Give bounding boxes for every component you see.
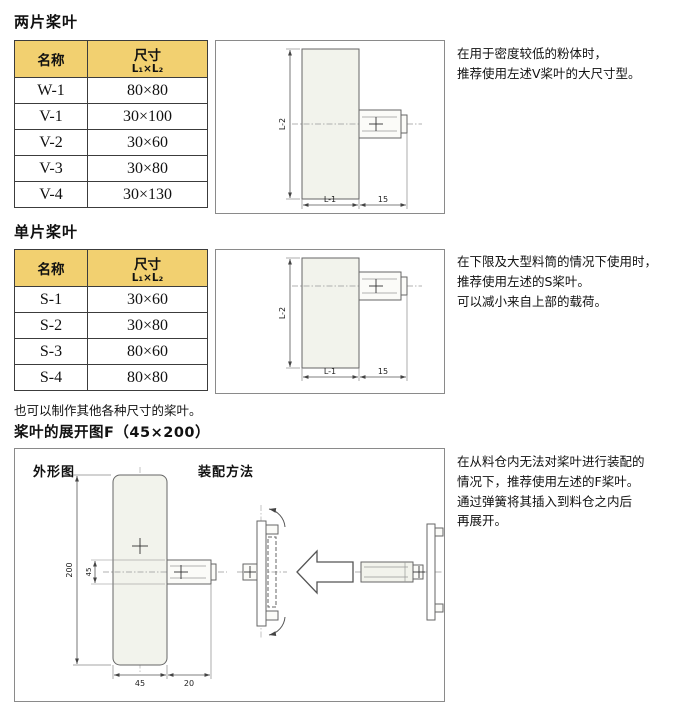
center-cross (369, 279, 383, 293)
blade-name: S-2 (14, 312, 88, 339)
expanded-note: 在从料仓内无法对桨叶进行装配的 情况下，推荐使用左述的F桨叶。 通过弹簧将其插入… (457, 454, 645, 529)
single-blade-drawing: L-2 L-1 15 (278, 257, 422, 381)
size-header-title: 尺寸 (134, 47, 161, 64)
shaft-cross (413, 566, 425, 578)
dim-label-200: 200 (65, 562, 74, 577)
single-blade-note: 在下限及大型料筒的情况下使用时， 推荐使用左述的S桨叶。 可以减小来自上部的载荷… (457, 254, 658, 309)
column-header-size: 尺寸 L₁×L₂ (87, 40, 208, 78)
dim-label-15: 15 (378, 195, 388, 204)
dim-label-L1: L-1 (324, 367, 336, 376)
two-blade-drawing: L-2 L-1 15 (278, 48, 422, 209)
insert-direction-arrow (296, 549, 354, 595)
column-header-name: 名称 (14, 40, 88, 78)
dimension-width-bottom: 45 20 (112, 584, 212, 688)
dim-label-L2: L-2 (278, 307, 287, 319)
mounting-plate-right (426, 523, 444, 621)
dimension-width: L-1 15 (301, 133, 408, 209)
blade-name: V-3 (14, 155, 88, 182)
expanded-drawing-box: 外形图 装配方法 (14, 448, 445, 702)
size-header-sub: L₁×L₂ (131, 271, 164, 284)
table-row: S-3 80×60 (14, 338, 208, 365)
two-blade-drawing-box: L-2 L-1 15 (215, 40, 445, 214)
blade-name: V-4 (14, 181, 88, 208)
table-row: S-4 80×80 (14, 364, 208, 391)
dimension-length: L-2 (278, 48, 300, 200)
blade-size: 30×60 (87, 286, 208, 313)
dim-label-45-hub: 45 (85, 568, 93, 577)
table-row: S-2 30×80 (14, 312, 208, 339)
single-blade-drawing-box: L-2 L-1 15 (215, 249, 445, 394)
dim-label-20: 20 (184, 679, 194, 688)
center-cross (369, 117, 383, 131)
dimension-length: L-2 (278, 257, 300, 369)
mounting-plate-left (242, 520, 279, 627)
expanded-drawing: 200 45 45 20 (65, 467, 444, 688)
section-heading-expanded: 桨叶的展开图F（45×200） (14, 425, 210, 441)
blade-name: S-4 (14, 364, 88, 391)
dim-label-15: 15 (378, 367, 388, 376)
table-row: W-1 80×80 (14, 77, 208, 104)
blade-name: V-2 (14, 129, 88, 156)
table-row: V-1 30×100 (14, 103, 208, 130)
table-header-row: 名称 尺寸 L₁×L₂ (14, 249, 208, 287)
two-blade-size-table: 名称 尺寸 L₁×L₂ W-1 80×80 V-1 30×100 V-2 30×… (14, 40, 208, 208)
blade-size: 30×60 (87, 129, 208, 156)
section-heading-single-blade: 单片桨叶 (14, 223, 79, 241)
blade-size: 30×100 (87, 103, 208, 130)
dimension-200: 200 (65, 474, 111, 666)
table-row: V-3 30×80 (14, 155, 208, 182)
blade-size: 30×80 (87, 155, 208, 182)
dim-label-L2: L-2 (278, 118, 287, 130)
blade-outline (112, 474, 168, 666)
section-heading-two-blade: 两片桨叶 (14, 13, 79, 31)
single-blade-size-table: 名称 尺寸 L₁×L₂ S-1 30×60 S-2 30×80 S-3 80×6… (14, 249, 208, 391)
assembly-method-label: 装配方法 (198, 465, 255, 480)
size-header-sub: L₁×L₂ (131, 62, 164, 75)
blade-name: W-1 (14, 77, 88, 104)
outline-figure-label: 外形图 (33, 465, 76, 480)
table-row: V-4 30×130 (14, 181, 208, 208)
blade-size: 30×130 (87, 181, 208, 208)
table-header-row: 名称 尺寸 L₁×L₂ (14, 40, 208, 78)
dimension-width: L-1 15 (301, 295, 408, 381)
blade-name: S-1 (14, 286, 88, 313)
size-header-title: 尺寸 (134, 256, 161, 273)
blade-size: 30×80 (87, 312, 208, 339)
dimension-45-vertical: 45 (85, 559, 165, 585)
other-sizes-note: 也可以制作其他各种尺寸的桨叶。 (14, 403, 202, 418)
blade-size: 80×60 (87, 338, 208, 365)
hub-assembly (358, 271, 408, 301)
blade-outline (301, 257, 360, 369)
dim-label-45: 45 (135, 679, 145, 688)
blade-name: V-1 (14, 103, 88, 130)
plate-cross (244, 566, 256, 578)
blade-cross (132, 538, 148, 554)
table-row: S-1 30×60 (14, 286, 208, 313)
hub-cross (174, 565, 188, 579)
column-header-size: 尺寸 L₁×L₂ (87, 249, 208, 287)
column-header-name: 名称 (14, 249, 88, 287)
two-blade-note: 在用于密度较低的粉体时， 推荐使用左述V桨叶的大尺寸型。 (457, 46, 641, 81)
blade-size: 80×80 (87, 77, 208, 104)
unfold-arrows (268, 507, 286, 637)
dim-label-L1: L-1 (324, 195, 336, 204)
table-row: V-2 30×60 (14, 129, 208, 156)
blade-size: 80×80 (87, 364, 208, 391)
blade-name: S-3 (14, 338, 88, 365)
